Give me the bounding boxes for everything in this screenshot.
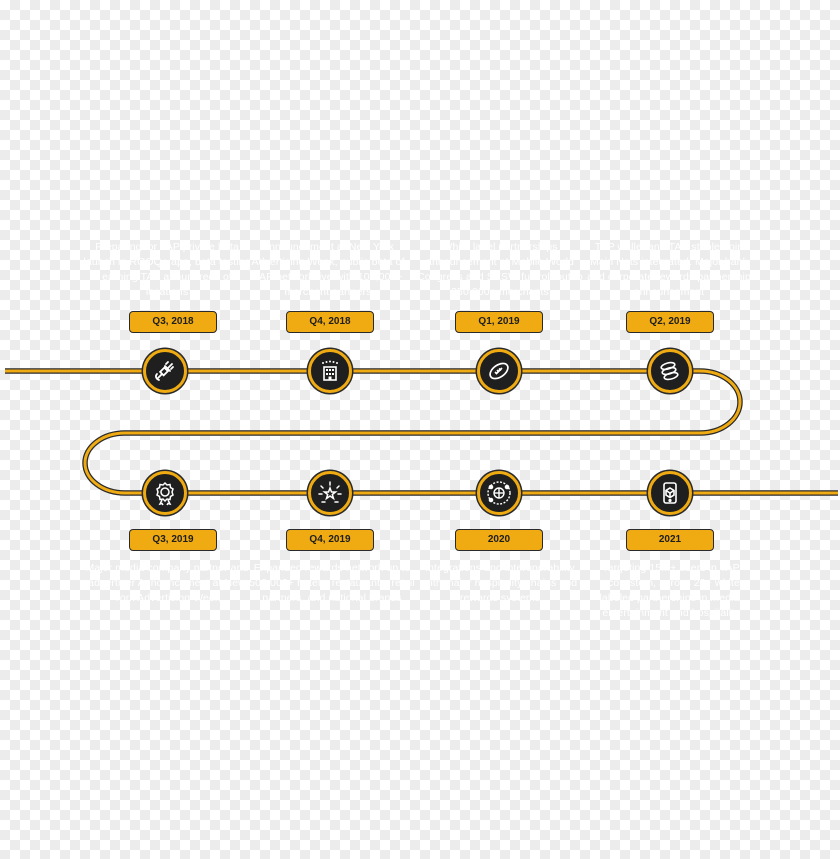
milestone-label: Q3, 2018: [129, 311, 217, 333]
milestone-description: Announcement at New York Advertising Wee…: [251, 241, 405, 298]
milestone-node: [143, 471, 187, 515]
football-icon: [489, 362, 509, 380]
globe-network-icon: [487, 481, 511, 505]
milestone-node: [308, 349, 352, 393]
milestone-node: [648, 471, 692, 515]
milestone-label: Q4, 2018: [286, 311, 374, 333]
milestone-label: 2020: [455, 529, 543, 551]
milestone-label: Q2, 2019: [626, 311, 714, 333]
milestone-label: Q4, 2019: [286, 529, 374, 551]
milestone-label: Q1, 2019: [455, 311, 543, 333]
milestone-label: 2021: [626, 529, 714, 551]
milestone-label: Q3, 2019: [129, 529, 217, 551]
milestone-description: TAP wallet and TAP stable-coin Main Nets…: [587, 241, 751, 298]
milestone-description: Major media company partner and advertis…: [85, 562, 249, 604]
coins-icon: [660, 361, 679, 381]
milestone-description: Targeting 15M+ users in TAP ecosystem, a…: [599, 562, 743, 619]
milestone-node: [143, 349, 187, 393]
star-burst-icon: [318, 481, 342, 503]
milestone-node: [477, 471, 521, 515]
award-icon: [156, 481, 174, 506]
mobile-app-icon: [663, 482, 677, 504]
milestone-node: [477, 349, 521, 393]
milestone-description: Integrations and interoperability with m…: [422, 562, 578, 604]
milestone-node: [648, 349, 692, 393]
milestone-description: Expanded rewards network up to 500,000+ …: [249, 562, 415, 604]
building-icon: [322, 360, 338, 381]
milestone-node: [308, 471, 352, 515]
plug-icon: [155, 361, 174, 381]
milestone-description: White label partnerships announcement at…: [417, 241, 583, 298]
milestone-description: Preparing for TAP private beta launch in…: [83, 241, 251, 298]
